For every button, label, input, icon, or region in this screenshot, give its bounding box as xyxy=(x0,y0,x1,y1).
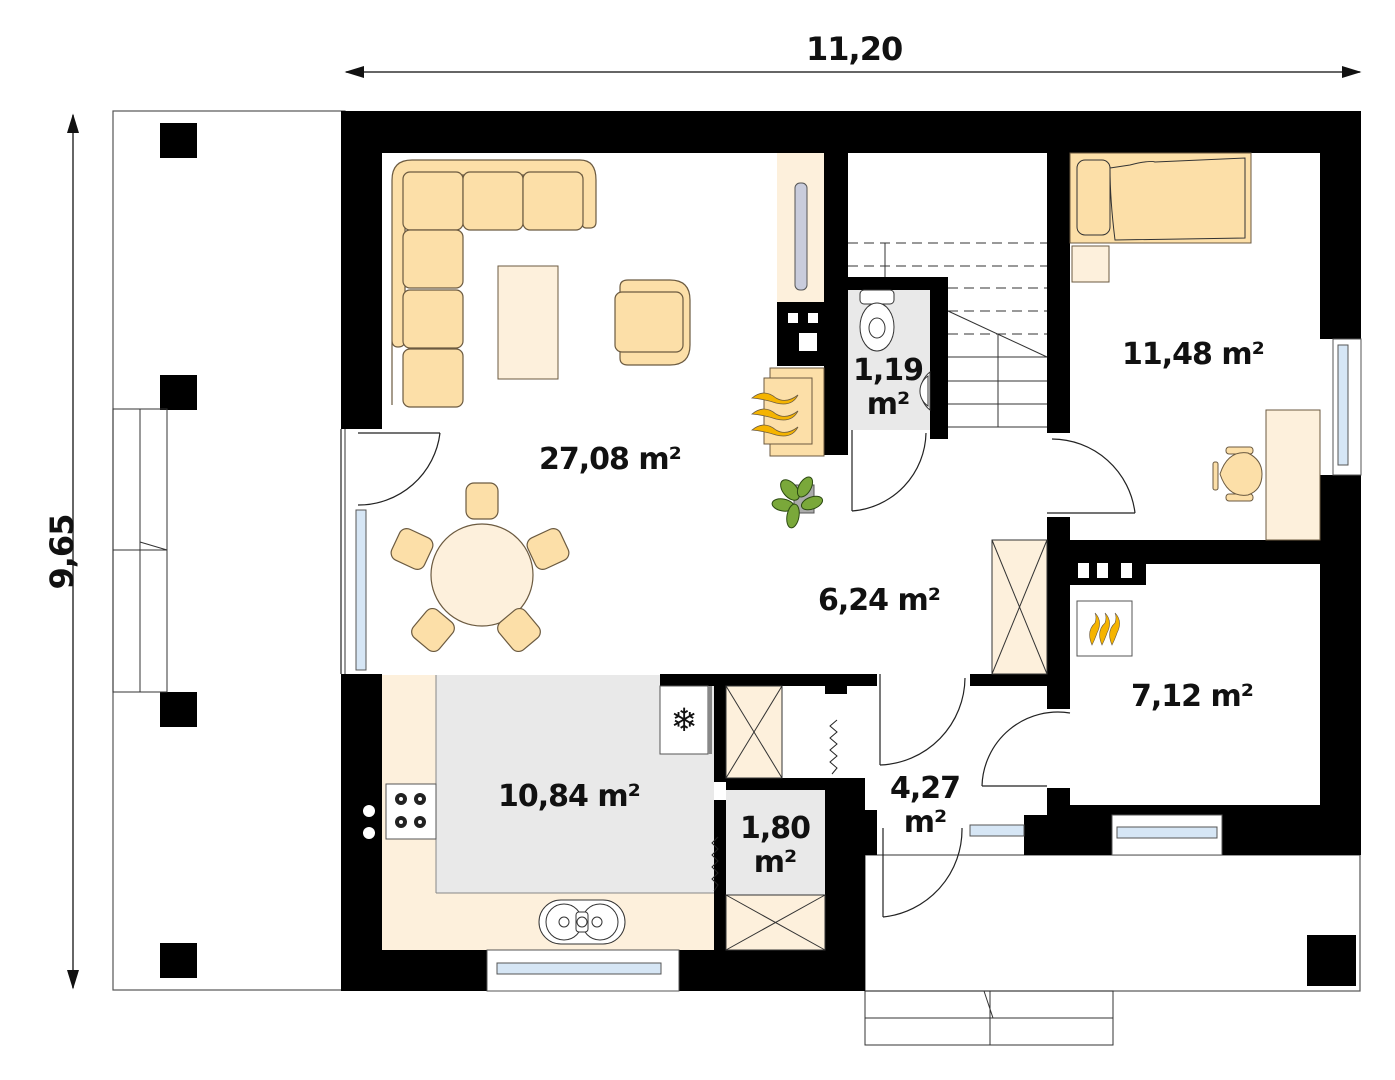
coffee-table xyxy=(497,265,559,380)
room-area-wc-value: 1,19 xyxy=(852,353,924,388)
hall-closet xyxy=(725,685,826,951)
pillar xyxy=(160,123,197,158)
pillar xyxy=(160,375,197,410)
room-area-wc-unit: m² xyxy=(866,387,910,422)
dining-set xyxy=(390,482,570,653)
bed xyxy=(1069,152,1252,283)
room-area-wc: 1,19 m² xyxy=(843,354,933,422)
folding-doors xyxy=(711,719,838,892)
room-area-vestibule: 4,27 m² xyxy=(880,772,970,840)
room-area-kitchen: 10,84 m² xyxy=(498,779,641,814)
fireplace xyxy=(750,367,825,457)
vestibule-inner-door xyxy=(879,674,966,766)
width-dimension-label: 11,20 xyxy=(806,30,903,68)
room-area-pantry-unit: m² xyxy=(753,845,797,880)
armchair xyxy=(614,279,691,366)
desk xyxy=(1265,409,1321,541)
fridge: ❄ xyxy=(659,685,712,755)
porch-front xyxy=(864,854,1361,1046)
kitchen-sink xyxy=(538,899,626,945)
tv-cabinet xyxy=(777,153,824,302)
room-area-vestibule-unit: m² xyxy=(903,805,947,840)
pillar xyxy=(1307,935,1356,986)
room-area-living: 27,08 m² xyxy=(539,442,682,477)
walls xyxy=(341,111,1361,991)
terrace-door xyxy=(340,429,441,674)
bedroom-door xyxy=(1047,438,1136,514)
flame-icon xyxy=(1089,612,1120,646)
chimney-vents xyxy=(788,313,1132,578)
washbasin xyxy=(919,370,931,412)
room-area-vestibule-value: 4,27 xyxy=(889,771,961,806)
boiler-room-door xyxy=(981,711,1071,787)
corner-sofa xyxy=(391,159,597,408)
room-area-pantry: 1,80 m² xyxy=(730,812,820,880)
pantry-floor xyxy=(726,790,825,895)
flame-icon xyxy=(750,392,799,437)
height-dimension-label: 9,65 xyxy=(43,514,81,590)
hall-wardrobe xyxy=(991,539,1048,675)
room-area-hall: 6,24 m² xyxy=(818,583,941,618)
front-door xyxy=(882,827,963,918)
staircase xyxy=(848,242,1048,428)
boiler xyxy=(1076,600,1133,657)
terrace-left xyxy=(112,110,346,991)
office-chair xyxy=(1212,446,1263,502)
pillar xyxy=(160,943,197,978)
cooktop-icon xyxy=(363,783,437,840)
snowflake-icon: ❄ xyxy=(671,701,698,739)
toilet xyxy=(859,289,895,352)
room-area-bedroom: 11,48 m² xyxy=(1122,337,1265,372)
plant-icon xyxy=(771,476,824,529)
pillar xyxy=(160,692,197,727)
windows xyxy=(355,338,1362,992)
room-area-pantry-value: 1,80 xyxy=(739,811,811,846)
room-area-boiler-room: 7,12 m² xyxy=(1131,679,1254,714)
wc-door xyxy=(851,430,927,512)
